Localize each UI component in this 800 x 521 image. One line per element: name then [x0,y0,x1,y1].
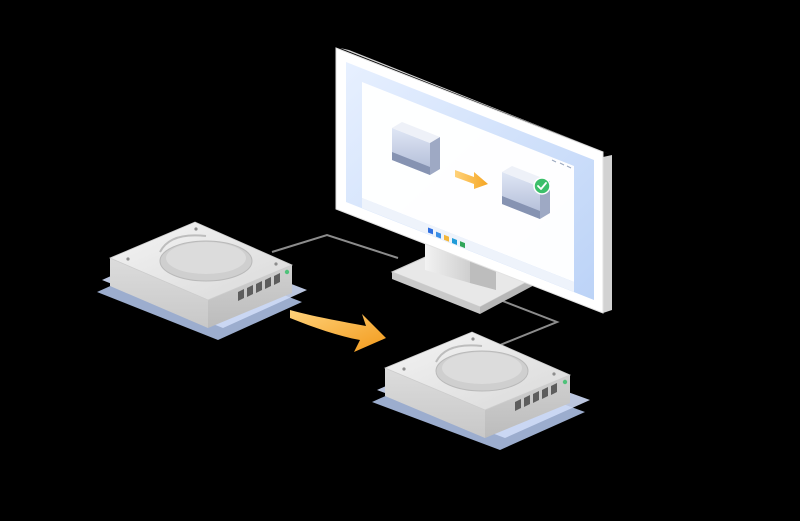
connector-cables [271,233,560,346]
check-icon [533,177,551,195]
screen-source-drive-icon [392,122,440,175]
taskbar-icons [428,227,465,249]
window-controls [551,159,572,169]
source-drive-status-led [284,269,290,275]
cable-monitor-to-source-drive [271,233,399,259]
source-drive-pins [238,273,280,301]
cable-monitor-to-target-drive [499,299,560,346]
target-hard-drive-icon [372,331,590,450]
screen-arrow-right-icon [455,170,488,189]
source-hard-drive-icon [97,221,307,340]
curved-arrow-icon [290,310,386,352]
target-drive-pins [515,383,557,411]
monitor [335,47,612,314]
target-drive-status-led [562,379,568,385]
taskbar [362,198,574,292]
